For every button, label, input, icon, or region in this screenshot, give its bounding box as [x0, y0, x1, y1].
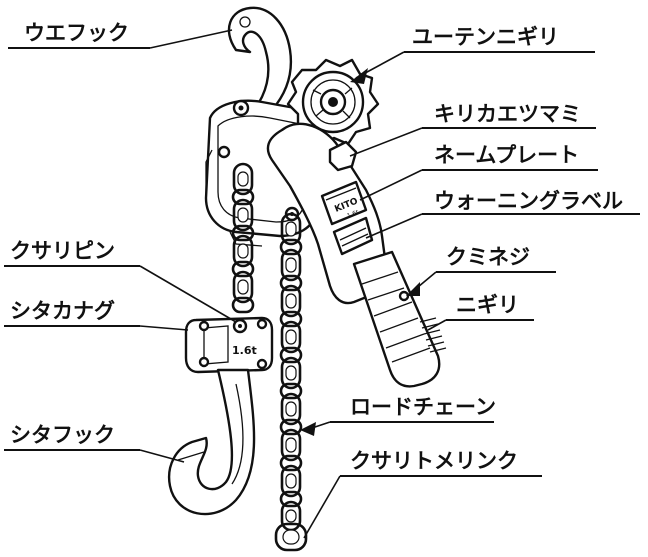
label-warning-label: ウォーニングラベル	[365, 189, 640, 239]
capacity-small-text: 1.6t	[346, 209, 360, 220]
chain-end-link-label: クサリトメリンク	[350, 449, 518, 473]
load-chain-label: ロードチェーン	[350, 395, 496, 419]
grip-label: ニギリ	[456, 293, 519, 317]
label-name-plate: ネームプレート	[359, 143, 598, 201]
free-wheel-handle-label: ユーテンニギリ	[412, 25, 559, 49]
capacity-plate-text: 1.6t	[232, 344, 257, 357]
selector-knob	[328, 140, 358, 172]
label-free-wheel-handle: ユーテンニギリ	[350, 25, 595, 84]
warning-label-label: ウォーニングラベル	[434, 189, 623, 213]
bottom-yoke-label: シタカナグ	[10, 299, 115, 323]
top-hook	[227, 6, 293, 112]
label-top-hook: ウエフック	[8, 21, 233, 49]
bottom-hook-label: シタフック	[10, 423, 115, 447]
label-bottom-hook: シタフック	[4, 423, 185, 463]
label-load-chain: ロードチェーン	[300, 395, 496, 436]
free-wheel-knob	[286, 58, 380, 146]
load-chain-right	[274, 212, 308, 552]
label-grip: ニギリ	[427, 293, 534, 331]
bottom-yoke: 1.6t	[184, 316, 274, 374]
lever-arm: KITO 1.6t	[266, 122, 447, 388]
name-plate-label: ネームプレート	[434, 143, 579, 167]
grip-graphic	[352, 250, 447, 388]
label-chain-pin: クサリピン	[4, 239, 237, 323]
label-set-screw: クミネジ	[406, 245, 556, 296]
name-plate-graphic: KITO 1.6t	[320, 180, 368, 226]
chain-pin-label: クサリピン	[10, 239, 115, 263]
bottom-hook	[167, 368, 256, 516]
label-bottom-yoke: シタカナグ	[4, 299, 189, 331]
top-hook-label: ウエフック	[24, 21, 129, 45]
label-chain-end-link: クサリトメリンク	[303, 449, 542, 539]
chain-end-link-graphic	[274, 522, 308, 552]
hoist-illustration: KITO 1.6t	[167, 6, 447, 552]
label-selector-knob: キリカエツマミ	[349, 102, 596, 157]
load-chain-left	[231, 162, 255, 314]
set-screw-label: クミネジ	[446, 245, 530, 269]
selector-knob-label: キリカエツマミ	[434, 102, 581, 126]
